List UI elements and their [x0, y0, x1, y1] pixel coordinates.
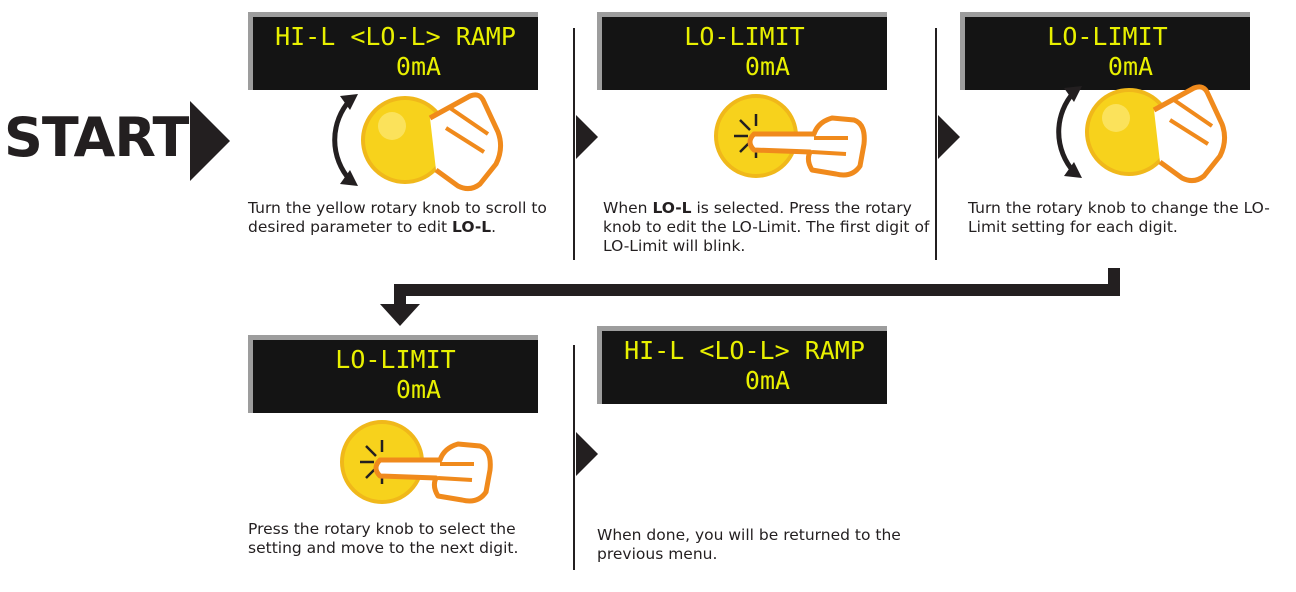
- divider-line: [573, 345, 575, 570]
- step1-description: Turn the yellow rotary knob to scroll to…: [248, 199, 548, 237]
- lcd-line1: LO-LIMIT: [684, 22, 805, 51]
- step3-text: Turn the rotary knob to change the LO-Li…: [968, 199, 1270, 236]
- step1-text-end: .: [491, 218, 497, 236]
- connector-arrow-icon: [380, 268, 1120, 326]
- lcd-display-step3: LO-LIMIT 0mA: [960, 12, 1250, 90]
- divider-line: [935, 28, 937, 260]
- lcd-display-step5: HI-L <LO-L> RAMP 0mA: [597, 326, 887, 404]
- lcd-line2: 0mA: [1107, 52, 1154, 81]
- step2-text-end: is selected. Press the rotary knob to ed…: [603, 199, 930, 255]
- step3-description: Turn the rotary knob to change the LO-Li…: [968, 199, 1288, 237]
- step-arrow-icon: [938, 115, 960, 159]
- lcd-display-step1: HI-L <LO-L> RAMP 0mA: [248, 12, 538, 90]
- press-knob-icon: [714, 94, 867, 178]
- step1-text: Turn the yellow rotary knob to scroll to…: [248, 199, 547, 236]
- lcd-line2: 0mA: [395, 375, 442, 404]
- step4-text: Press the rotary knob to select the sett…: [248, 520, 519, 557]
- lcd-line2: 0mA: [744, 366, 791, 395]
- start-arrow-icon: [190, 101, 230, 181]
- lcd-line1: LO-LIMIT: [1047, 22, 1168, 51]
- step5-text: When done, you will be returned to the p…: [597, 526, 901, 563]
- step5-description: When done, you will be returned to the p…: [597, 526, 917, 564]
- step-arrow-icon: [576, 115, 598, 159]
- lcd-line1: HI-L <LO-L> RAMP: [275, 22, 516, 51]
- step-arrow-icon: [576, 432, 598, 476]
- step2-bold: LO-L: [652, 199, 692, 217]
- step1-bold: LO-L: [452, 218, 492, 236]
- start-label: START: [4, 106, 189, 169]
- press-knob-icon: [340, 420, 493, 504]
- step2-description: When LO-L is selected. Press the rotary …: [603, 199, 933, 256]
- turn-knob-icon: [1056, 84, 1228, 184]
- turn-knob-icon: [332, 92, 504, 192]
- step4-description: Press the rotary knob to select the sett…: [248, 520, 548, 558]
- lcd-line1: HI-L <LO-L> RAMP: [624, 336, 865, 365]
- lcd-line2: 0mA: [744, 52, 791, 81]
- step2-text: When: [603, 199, 653, 217]
- divider-line: [573, 28, 575, 260]
- lcd-display-step4: LO-LIMIT 0mA: [248, 335, 538, 413]
- lcd-display-step2: LO-LIMIT 0mA: [597, 12, 887, 90]
- lcd-line1: LO-LIMIT: [335, 345, 456, 374]
- lcd-line2: 0mA: [395, 52, 442, 81]
